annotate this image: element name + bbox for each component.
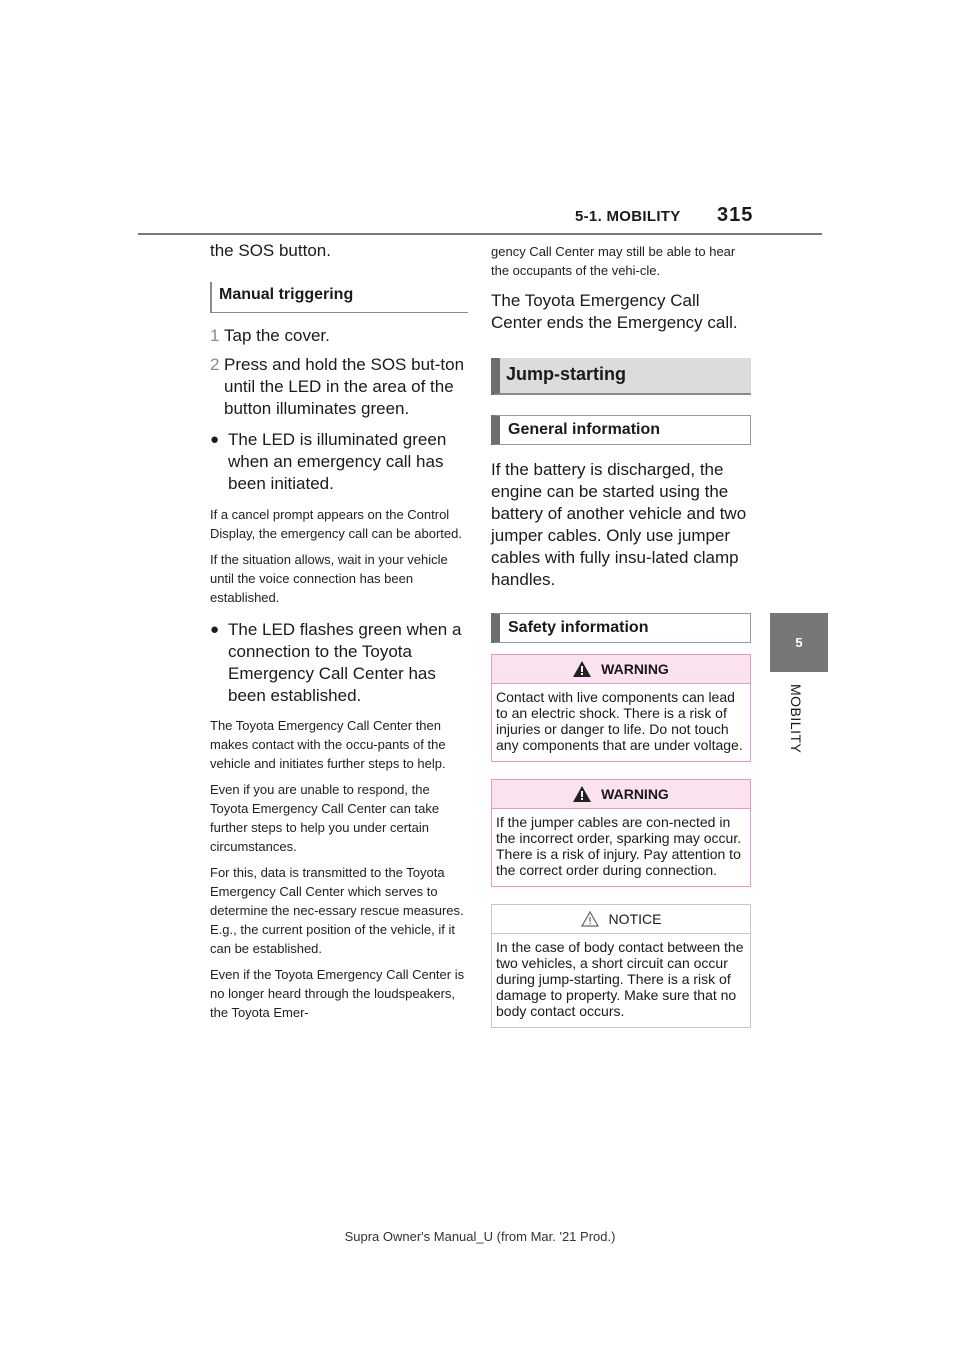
warning-triangle-icon (573, 661, 592, 677)
notice-text: In the case of body contact between the … (496, 939, 744, 1019)
jump-starting-heading: Jump-starting (491, 358, 751, 395)
step-1: 1 Tap the cover. (210, 325, 468, 347)
note-loudspeakers: Even if the Toyota Emergency Call Center… (210, 967, 465, 1020)
notice-triangle-icon (580, 911, 599, 927)
chapter-tab: 5 (770, 613, 828, 672)
safety-information-heading: Safety information (491, 613, 751, 643)
warning-title: WARNING (601, 661, 669, 677)
chapter-side-label: MOBILITY (788, 684, 804, 754)
footer-text: Supra Owner's Manual_U (from Mar. '21 Pr… (344, 1229, 616, 1244)
warning-header: WARNING (492, 780, 750, 809)
bullet-led-flashes: ● The LED flashes green when a connectio… (210, 620, 462, 705)
note-cancel: If a cancel prompt appears on the Contro… (210, 507, 462, 541)
warning-triangle-icon (573, 786, 592, 802)
bullet-dot-icon: ● (210, 431, 220, 448)
step-2: 2 Press and hold the SOS but-ton until t… (210, 354, 468, 420)
warning-box-electric: WARNING Contact with live components can… (491, 654, 751, 762)
note-wait: If the situation allows, wait in your ve… (210, 552, 448, 605)
right-column: gency Call Center may still be able to h… (491, 242, 751, 1028)
step-number: 2 (210, 355, 220, 374)
warning-text: Contact with live components can lead to… (496, 689, 743, 753)
bullet-led-green: ● The LED is illuminated green when an e… (210, 430, 447, 493)
manual-triggering-heading: Manual triggering (210, 282, 468, 313)
note-unable: Even if you are unable to respond, the T… (210, 782, 440, 854)
notice-box: NOTICE In the case of body contact betwe… (491, 904, 751, 1028)
warning-header: WARNING (492, 655, 750, 684)
warning-box-cables: WARNING If the jumper cables are con-nec… (491, 779, 751, 887)
general-information-text: If the battery is discharged, the engine… (491, 460, 747, 589)
step-number: 1 (210, 326, 220, 345)
note-data: For this, data is transmitted to the Toy… (210, 865, 464, 956)
section-title: 5-1. MOBILITY (575, 208, 681, 225)
general-information-heading: General information (491, 415, 751, 445)
step-text: Tap the cover. (224, 326, 330, 345)
intro-text: the SOS button. (210, 241, 331, 260)
step-text: Press and hold the SOS but-ton until the… (224, 355, 465, 418)
ends-call-text: The Toyota Emergency Call Center ends th… (491, 291, 738, 332)
warning-title: WARNING (601, 786, 669, 802)
warning-text: If the jumper cables are con-nected in t… (496, 814, 742, 878)
continuation-text: gency Call Center may still be able to h… (491, 244, 736, 278)
note-contact: The Toyota Emergency Call Center then ma… (210, 718, 446, 771)
bullet-dot-icon: ● (210, 621, 220, 638)
page-number: 315 (717, 204, 754, 226)
left-column: the SOS button. Manual triggering 1 Tap … (210, 240, 468, 1022)
notice-header: NOTICE (492, 905, 750, 934)
header-rule (138, 233, 822, 235)
notice-title: NOTICE (608, 911, 662, 927)
